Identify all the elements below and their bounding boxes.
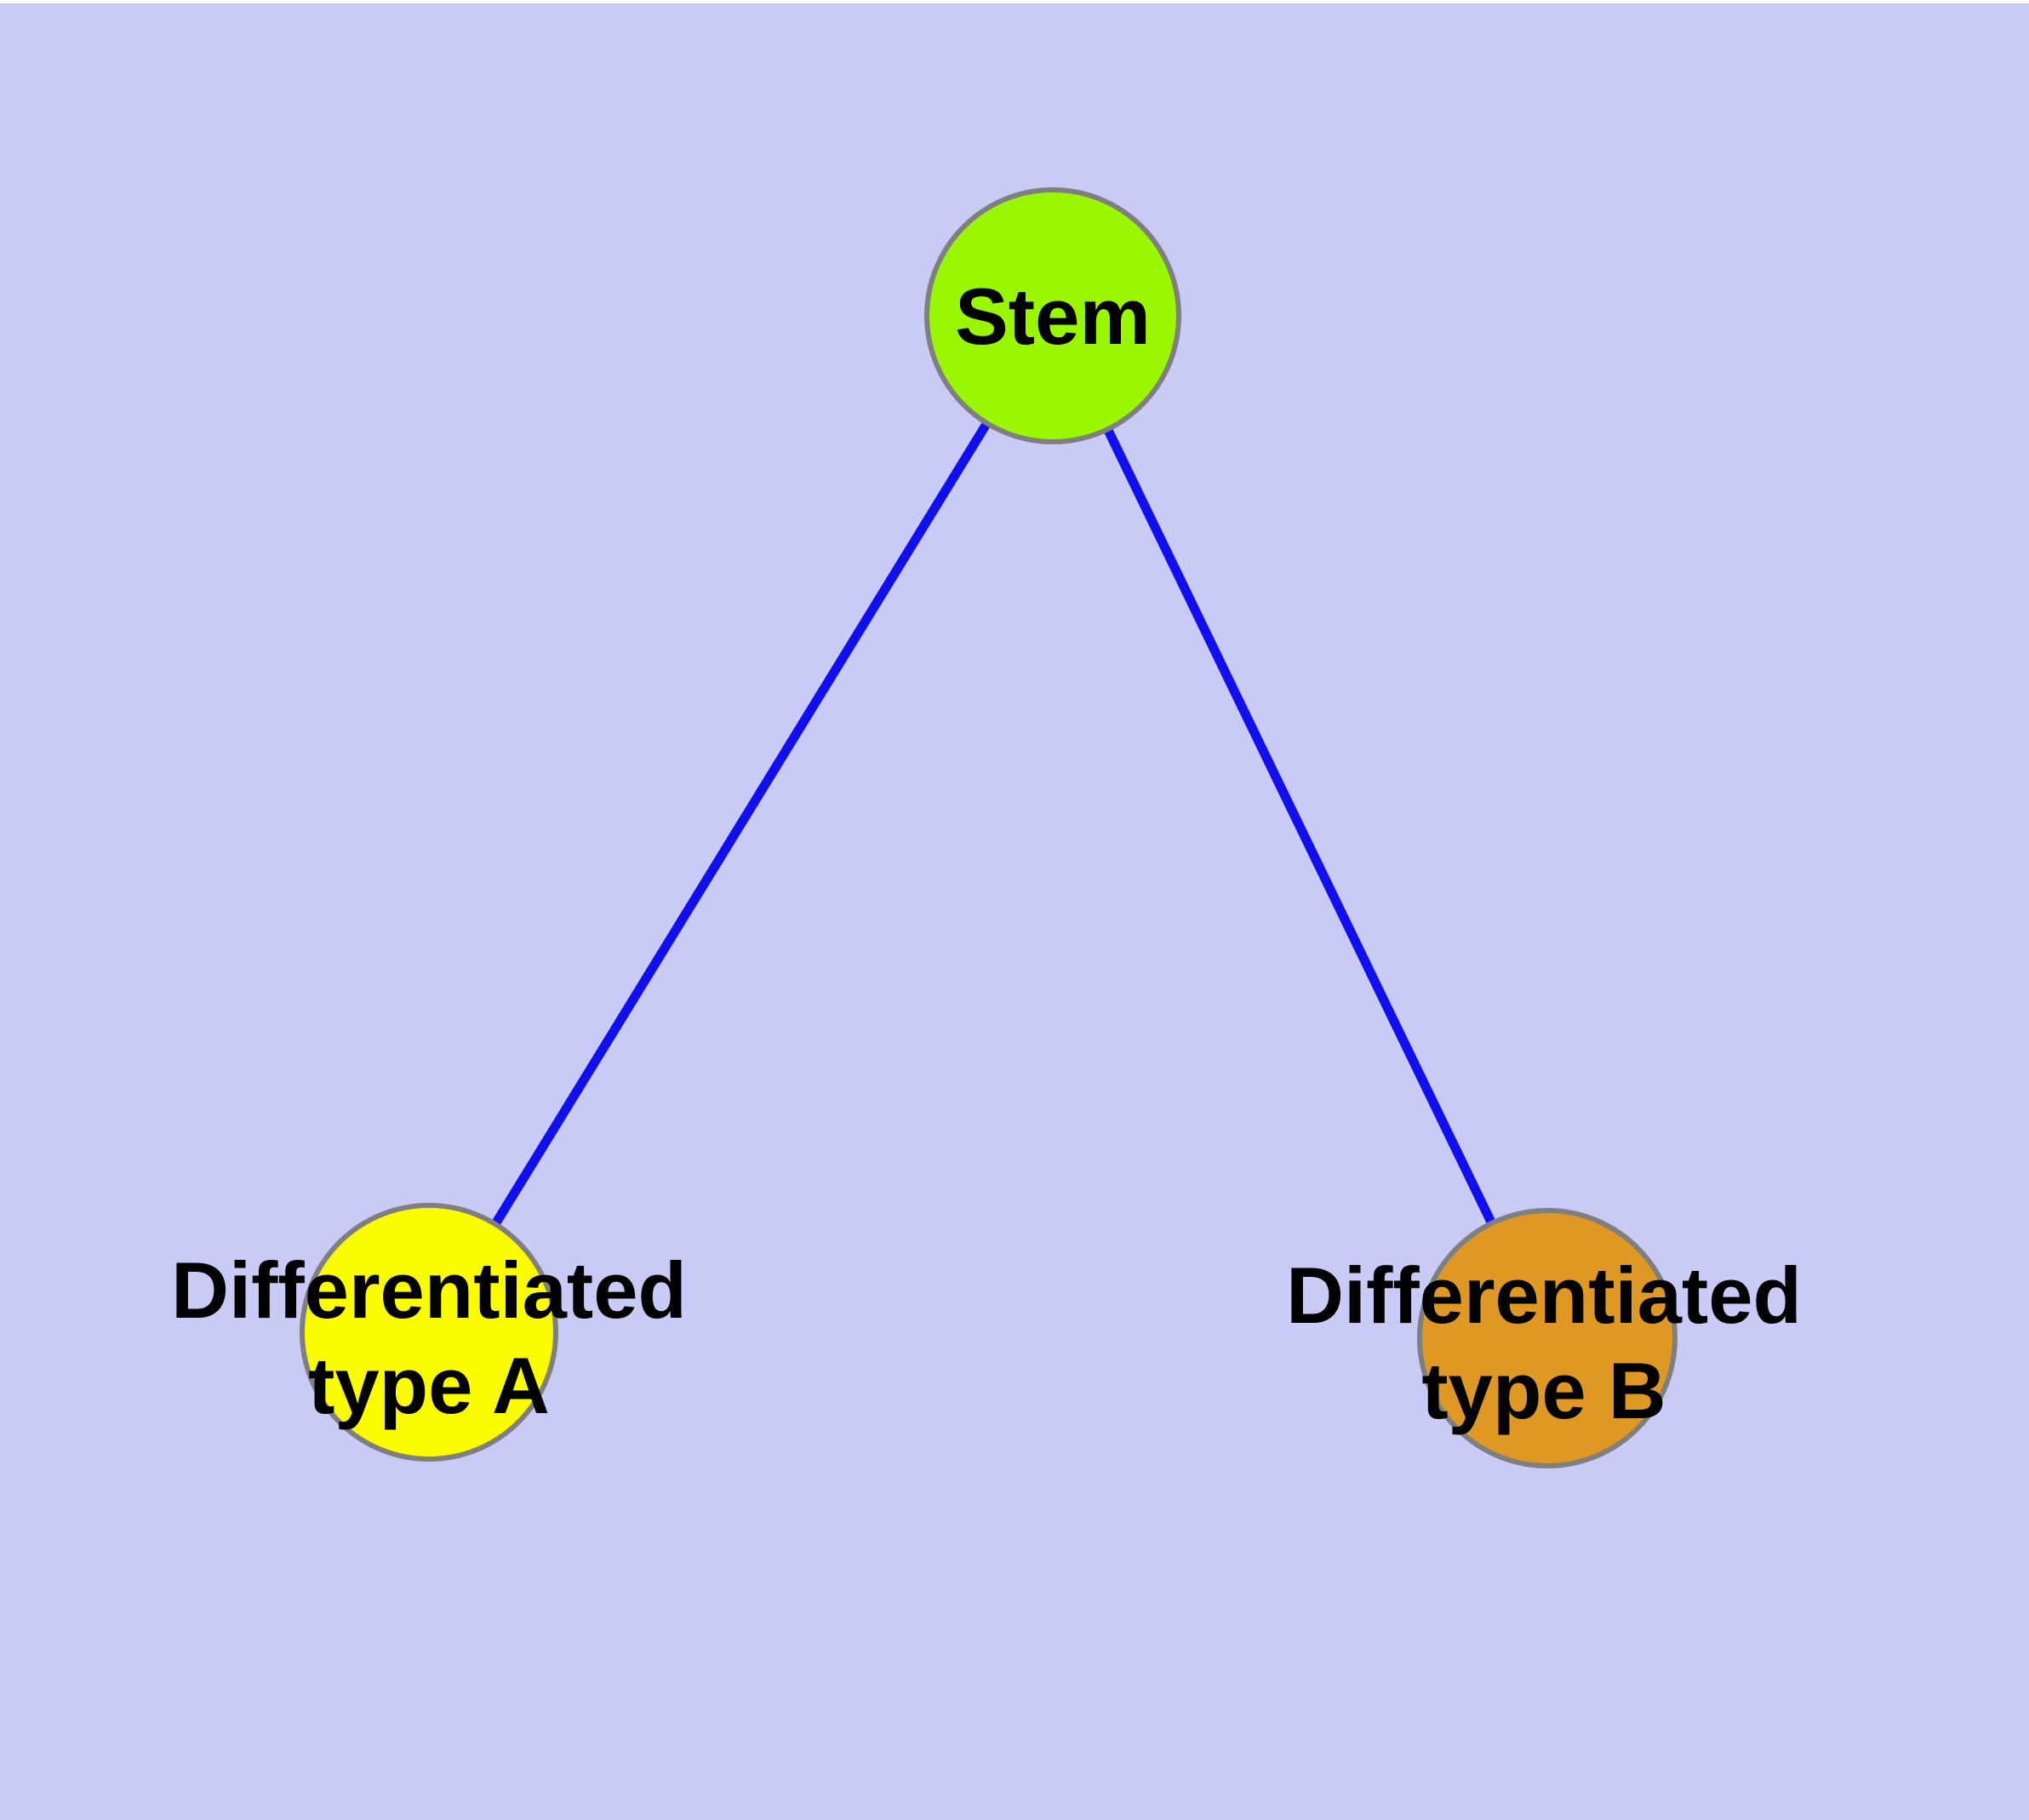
node-type-b-label-line2: type B (1421, 1346, 1666, 1435)
node-type-a-circle (300, 1203, 558, 1462)
node-type-b-label-line1: Differentiated (1286, 1251, 1802, 1340)
edge-stem-to-type-a (425, 313, 1057, 1335)
node-type-a-label-line2: type A (308, 1341, 550, 1430)
node-stem-circle (924, 187, 1181, 444)
edge-stem-to-type-b (1049, 313, 1552, 1341)
node-stem-label: Stem (955, 272, 1151, 361)
node-type-b-circle (1417, 1208, 1677, 1468)
top-margin-strip (0, 0, 2029, 3)
node-type-a-label-line1: Differentiated (171, 1245, 687, 1335)
